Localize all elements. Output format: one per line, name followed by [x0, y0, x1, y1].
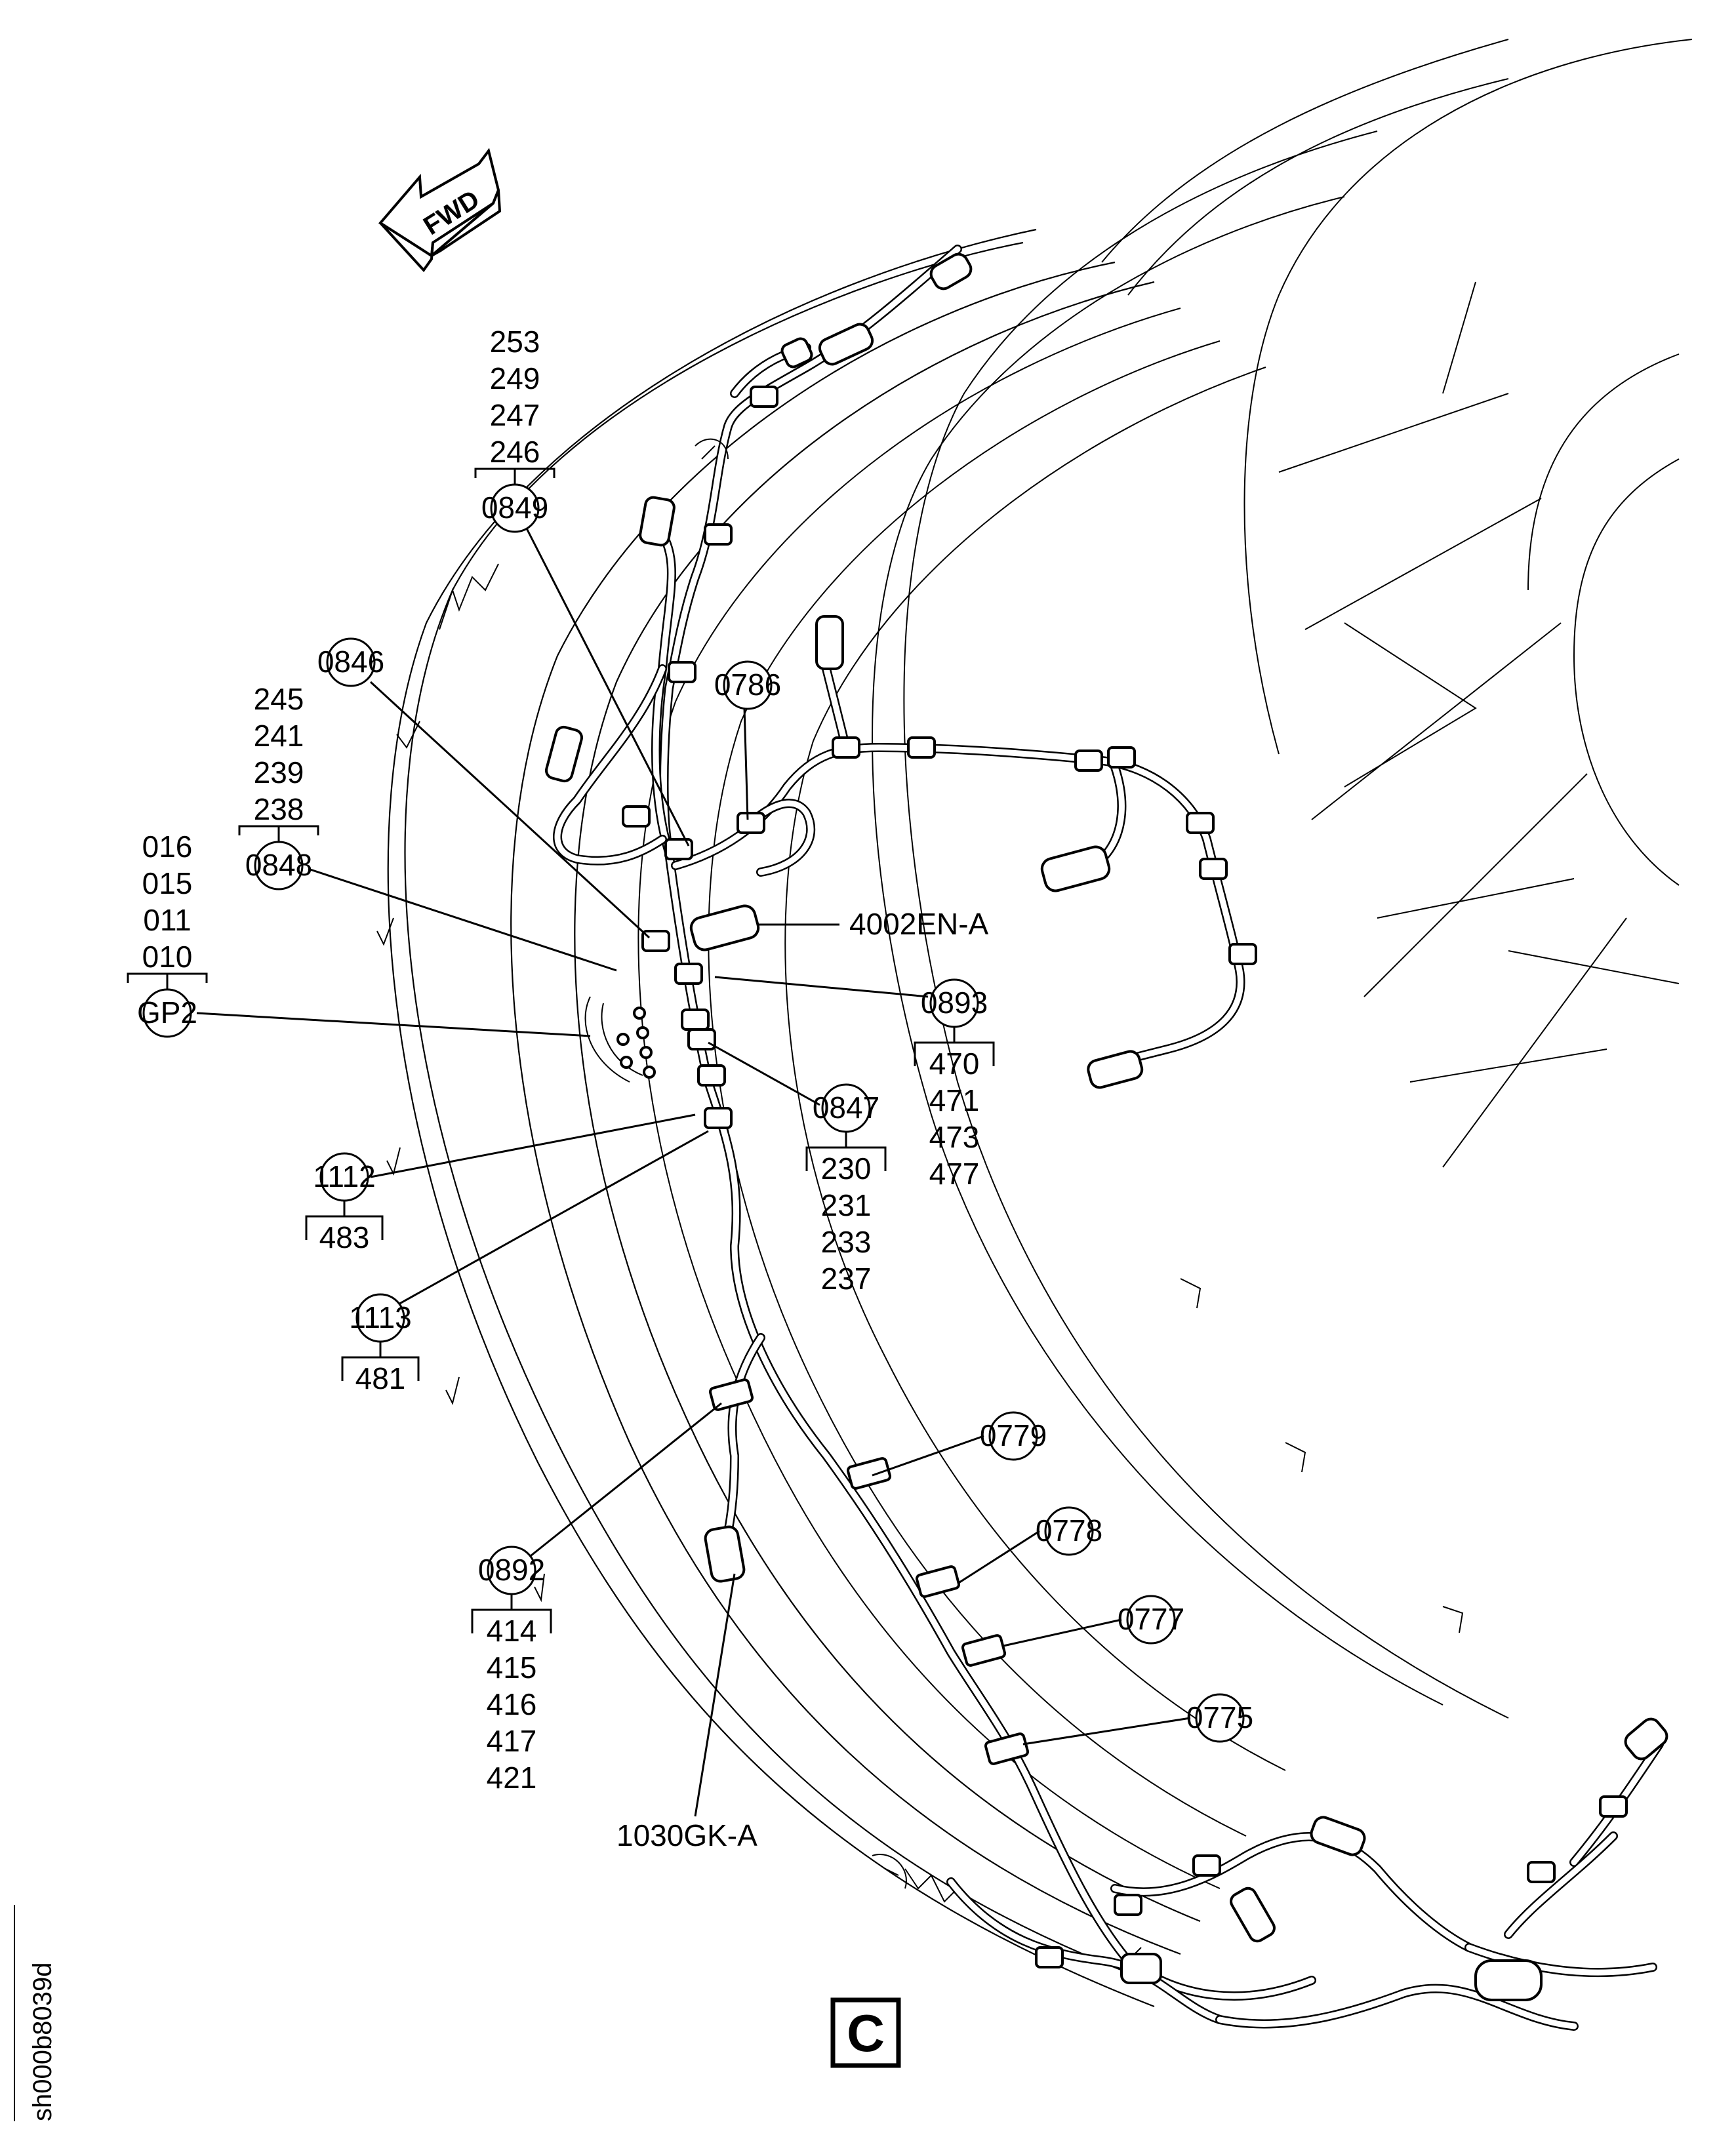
callout-id: 0892 [478, 1553, 545, 1587]
part-bracket [914, 1027, 995, 1066]
callout-0779: 0779 [980, 1411, 1047, 1461]
fwd-arrow-icon: FWD [378, 148, 502, 273]
part-number: 246 [490, 435, 540, 469]
part-bracket [805, 1132, 887, 1171]
engine-outline [376, 39, 1693, 2008]
part-number: 233 [821, 1225, 872, 1259]
callout-id: 0778 [1036, 1513, 1102, 1548]
callout-bubble [1195, 1693, 1245, 1743]
part-number: 417 [487, 1724, 537, 1758]
part-bracket [127, 972, 208, 989]
part-bracket [341, 1342, 420, 1381]
part-number: 010 [142, 940, 193, 974]
part-number: 481 [355, 1361, 406, 1395]
callout-bubble [326, 637, 376, 687]
wire-harness [553, 245, 1664, 2031]
callout-0777: 0777 [1118, 1595, 1184, 1645]
callout-id: 0779 [980, 1418, 1047, 1452]
part-number: 470 [929, 1047, 980, 1081]
part-number: 247 [490, 398, 540, 432]
callout-id: GP2 [137, 995, 197, 1029]
callout-bubble [988, 1411, 1038, 1461]
connector-label-4002en-a: 4002EN-A [849, 907, 989, 941]
part-number: 238 [254, 792, 304, 826]
callout-id: 0849 [481, 490, 548, 525]
part-bracket [474, 468, 555, 485]
clamps-and-connectors [545, 252, 1668, 2001]
part-number: 473 [929, 1120, 980, 1154]
part-bracket [305, 1201, 384, 1240]
view-letter-box: C [830, 1997, 901, 2068]
part-number: 416 [487, 1687, 537, 1721]
part-number: 421 [487, 1761, 537, 1795]
callout-0775: 0775 [1186, 1693, 1253, 1743]
leader-lines [196, 524, 1191, 1817]
callout-bubble [723, 660, 773, 710]
callout-0786: 0786 [714, 660, 781, 710]
part-number: 253 [490, 325, 540, 359]
part-bracket [238, 825, 319, 842]
part-number: 477 [929, 1157, 980, 1191]
part-number: 483 [319, 1220, 370, 1254]
part-number: 245 [254, 682, 304, 716]
part-number: 414 [487, 1614, 537, 1648]
callout-bubble [1044, 1506, 1094, 1556]
callout-id: 0777 [1118, 1602, 1184, 1636]
part-number: 415 [487, 1650, 537, 1685]
callout-id: 1112 [313, 1159, 376, 1193]
part-number: 230 [821, 1151, 872, 1186]
callout-bubble [1126, 1595, 1176, 1645]
part-number: 237 [821, 1262, 872, 1296]
part-number: 241 [254, 719, 304, 753]
callout-0846: 0846 [317, 637, 384, 687]
part-number: 015 [142, 866, 193, 900]
part-number: 239 [254, 755, 304, 789]
callout-1113: 1113 481 [341, 1293, 420, 1395]
callout-id: 1113 [349, 1300, 412, 1334]
part-number: 231 [821, 1188, 872, 1222]
part-number: 249 [490, 361, 540, 395]
gp2-ground-studs [584, 996, 656, 1083]
connector-label-1030gk-a: 1030GK-A [616, 1818, 757, 1852]
drawing-id: sh000b8039d [28, 1963, 57, 2121]
callout-id: 0775 [1186, 1700, 1253, 1734]
callout-1112: 1112 483 [305, 1152, 384, 1254]
part-bracket [471, 1594, 552, 1633]
callout-id: 0786 [714, 668, 781, 702]
callout-id: 0893 [921, 986, 988, 1020]
callout-id: 0847 [813, 1090, 879, 1125]
callout-id: 0846 [317, 645, 384, 679]
part-number: 016 [142, 829, 193, 864]
view-letter: C [847, 2004, 885, 2062]
callout-id: 0848 [245, 848, 312, 882]
part-number: 471 [929, 1083, 980, 1117]
part-number: 011 [143, 903, 191, 937]
callout-0778: 0778 [1036, 1506, 1102, 1556]
